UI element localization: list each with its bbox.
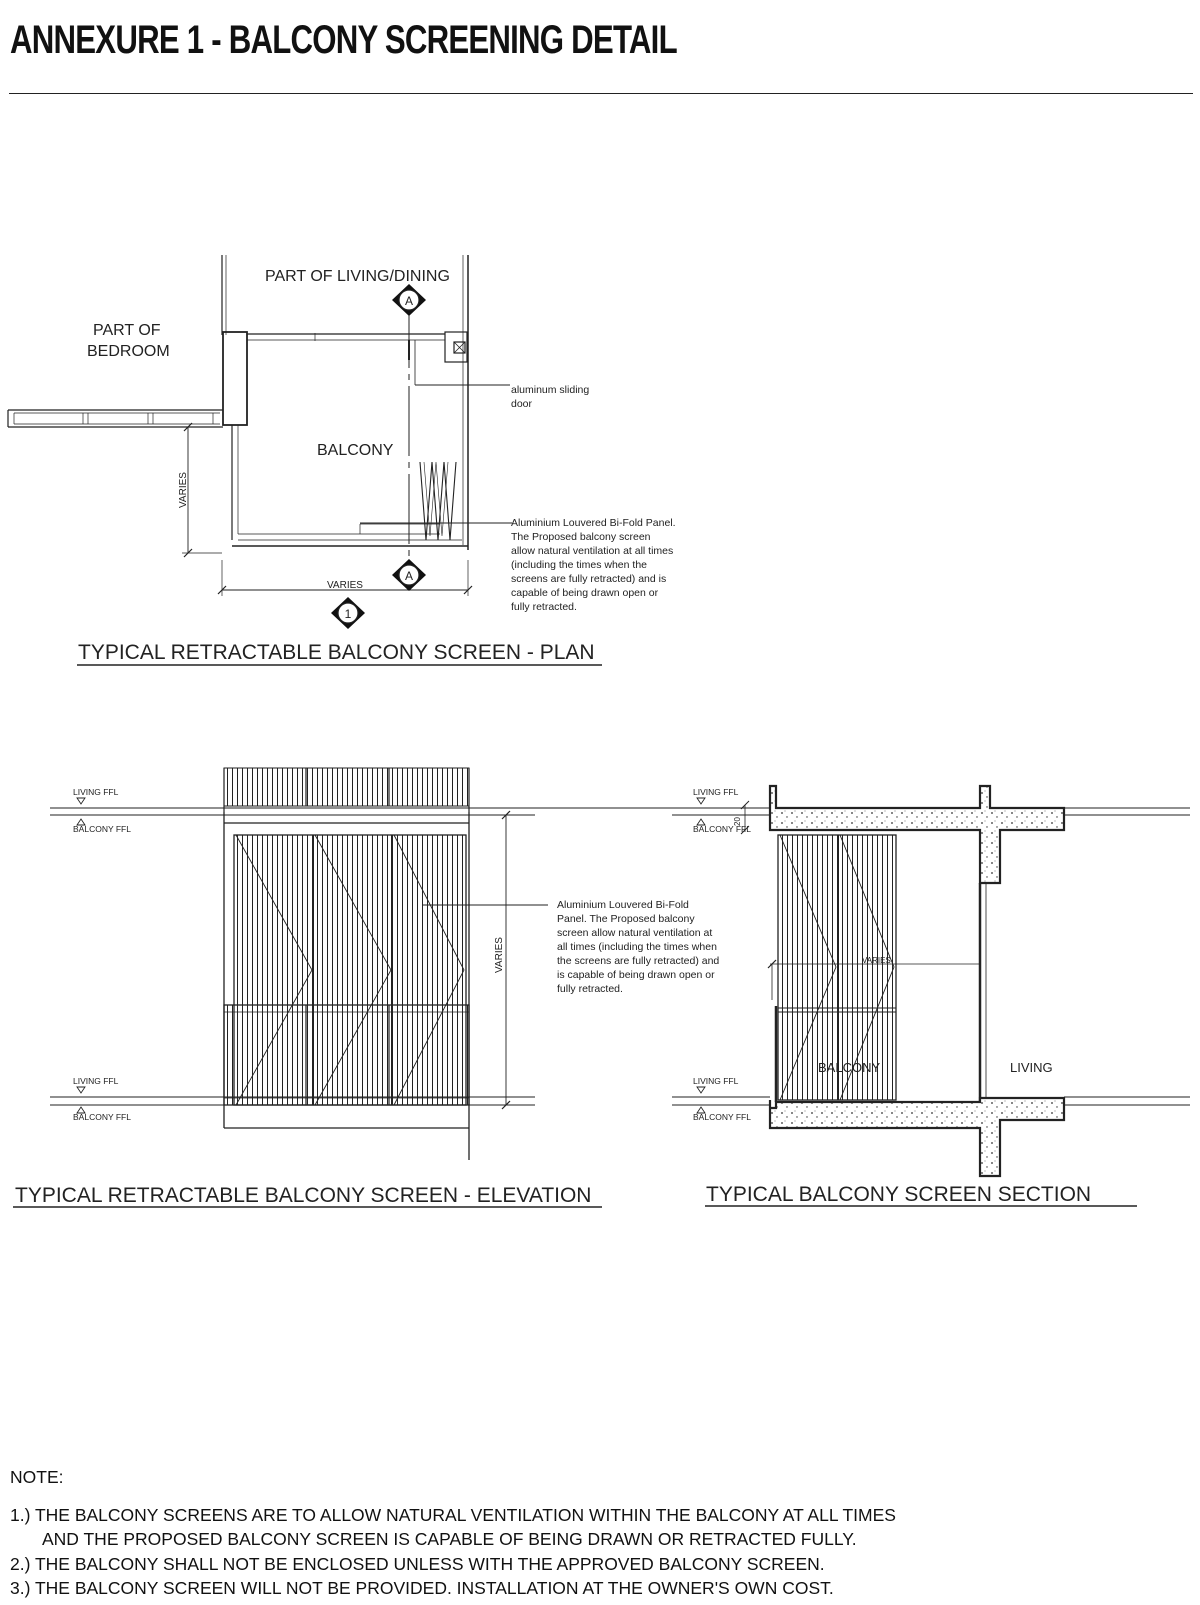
plan-section-marker-top-label: A <box>405 294 413 308</box>
plan-panel-note-7: fully retracted. <box>511 601 577 613</box>
plan-panel-note-3: allow natural ventilation at all times <box>511 545 673 557</box>
section-lower-slab <box>768 1096 1066 1178</box>
note-item-2: 2.) THE BALCONY SHALL NOT BE ENCLOSED UN… <box>10 1553 825 1574</box>
plan-bifold-panel <box>419 461 457 541</box>
elevation-balustrade <box>223 1004 470 1106</box>
elevation-varies: VARIES <box>494 937 505 973</box>
plan-panel-note-1: Aluminium Louvered Bi-Fold Panel. <box>511 517 676 529</box>
plan-elevation-marker <box>331 597 365 629</box>
section-level-marker-top-living <box>696 797 706 805</box>
plan-door-note-1: aluminum sliding <box>511 384 589 396</box>
plan-varies-horizontal: VARIES <box>327 580 363 591</box>
section-drawing <box>672 784 1190 1207</box>
plan-section-marker-bottom-label: A <box>405 569 413 583</box>
elevation-panel-note-6: is capable of being drawn open or <box>557 969 715 981</box>
section-varies: VARIES <box>862 956 891 965</box>
plan-balcony-label: BALCONY <box>317 442 394 459</box>
plan-section-marker-bottom <box>392 559 426 591</box>
section-living-ffl-bottom: LIVING FFL <box>693 1076 739 1086</box>
section-balcony-label: BALCONY <box>818 1060 880 1075</box>
plan-panel-note-2: The Proposed balcony screen <box>511 531 651 543</box>
title-divider <box>9 93 1193 94</box>
elevation-panel-note-3: screen allow natural ventilation at <box>557 927 712 939</box>
plan-door-frame <box>444 331 468 363</box>
plan-elevation-marker-label: 1 <box>345 607 352 621</box>
plan-door-lock <box>453 341 466 354</box>
section-title: TYPICAL BALCONY SCREEN SECTION <box>706 1183 1091 1206</box>
elevation-level-marker-bottom-living <box>76 1086 86 1094</box>
note-item-3: 3.) THE BALCONY SCREEN WILL NOT BE PROVI… <box>10 1578 834 1598</box>
section-step-dim: 20 <box>733 817 742 826</box>
section-upper-slab <box>768 784 1066 885</box>
plan-section-marker-top <box>392 284 426 316</box>
elevation-upper-rail <box>223 767 470 807</box>
section-level-marker-top-balcony <box>696 818 706 826</box>
section-level-marker-bottom-balcony <box>696 1106 706 1114</box>
notes-heading: NOTE: <box>10 1467 64 1487</box>
elevation-living-ffl-top: LIVING FFL <box>73 787 119 797</box>
section-balcony-ffl-bottom: BALCONY FFL <box>693 1112 751 1122</box>
section-living-ffl-top: LIVING FFL <box>693 787 739 797</box>
elevation-panel-note-1: Aluminium Louvered Bi-Fold <box>557 899 689 911</box>
plan-varies-vertical: VARIES <box>178 472 189 508</box>
plan-door-note-2: door <box>511 398 533 410</box>
elevation-panel-note-4: all times (including the times when <box>557 941 717 953</box>
plan-pier <box>222 331 248 426</box>
plan-drawing <box>7 255 602 666</box>
plan-living-dining-label: PART OF LIVING/DINING <box>265 268 450 285</box>
elevation-panel-note-7: fully retracted. <box>557 983 623 995</box>
section-level-marker-bottom-living <box>696 1086 706 1094</box>
elevation-drawing <box>13 767 1170 1208</box>
note-item-1-line-2: AND THE PROPOSED BALCONY SCREEN IS CAPAB… <box>42 1529 857 1549</box>
plan-title: TYPICAL RETRACTABLE BALCONY SCREEN - PLA… <box>78 641 595 664</box>
plan-bedroom-label-2: BEDROOM <box>87 343 170 360</box>
section-balcony-ffl-top: BALCONY FFL <box>693 824 751 834</box>
plan-panel-note-6: capable of being drawn open or <box>511 587 659 599</box>
plan-panel-note-5: screens are fully retracted) and is <box>511 573 666 585</box>
elevation-level-marker-top-balcony <box>76 818 86 826</box>
elevation-level-marker-bottom-balcony <box>76 1106 86 1114</box>
elevation-balcony-ffl-bottom: BALCONY FFL <box>73 1112 131 1122</box>
elevation-title: TYPICAL RETRACTABLE BALCONY SCREEN - ELE… <box>15 1184 591 1207</box>
section-living-label: LIVING <box>1010 1060 1053 1075</box>
page-title: ANNEXURE 1 - BALCONY SCREENING DETAIL <box>10 18 678 62</box>
plan-bedroom-label-1: PART OF <box>93 322 161 339</box>
plan-panel-note-4: (including the times when the <box>511 559 647 571</box>
note-item-1-line-1: 1.) THE BALCONY SCREENS ARE TO ALLOW NAT… <box>10 1504 896 1525</box>
elevation-balcony-ffl-top: BALCONY FFL <box>73 824 131 834</box>
elevation-level-marker-top-living <box>76 797 86 805</box>
elevation-panel-note-2: Panel. The Proposed balcony <box>557 913 695 925</box>
elevation-living-ffl-bottom: LIVING FFL <box>73 1076 119 1086</box>
notes-block: NOTE: 1.) THE BALCONY SCREENS ARE TO ALL… <box>10 1465 1190 1601</box>
elevation-panel-note-5: the screens are fully retracted) and <box>557 955 719 967</box>
